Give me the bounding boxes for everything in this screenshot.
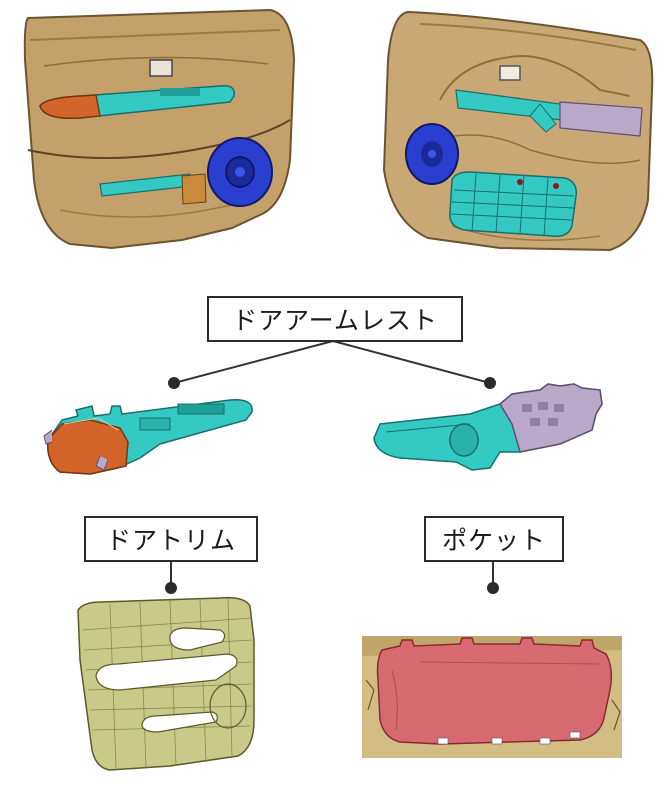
door-trim-label: ドアトリム — [84, 516, 258, 562]
armrest-back-image — [373, 383, 603, 471]
connector-dots — [165, 377, 499, 594]
armrest-front-image — [43, 399, 253, 475]
armrest-label: ドアアームレスト — [207, 296, 463, 342]
door-front-view-image — [23, 8, 296, 250]
door-back-view-image — [382, 10, 654, 252]
pocket-image — [362, 636, 622, 758]
door-trim-mesh-image — [77, 596, 255, 771]
pocket-label: ポケット — [424, 516, 564, 562]
